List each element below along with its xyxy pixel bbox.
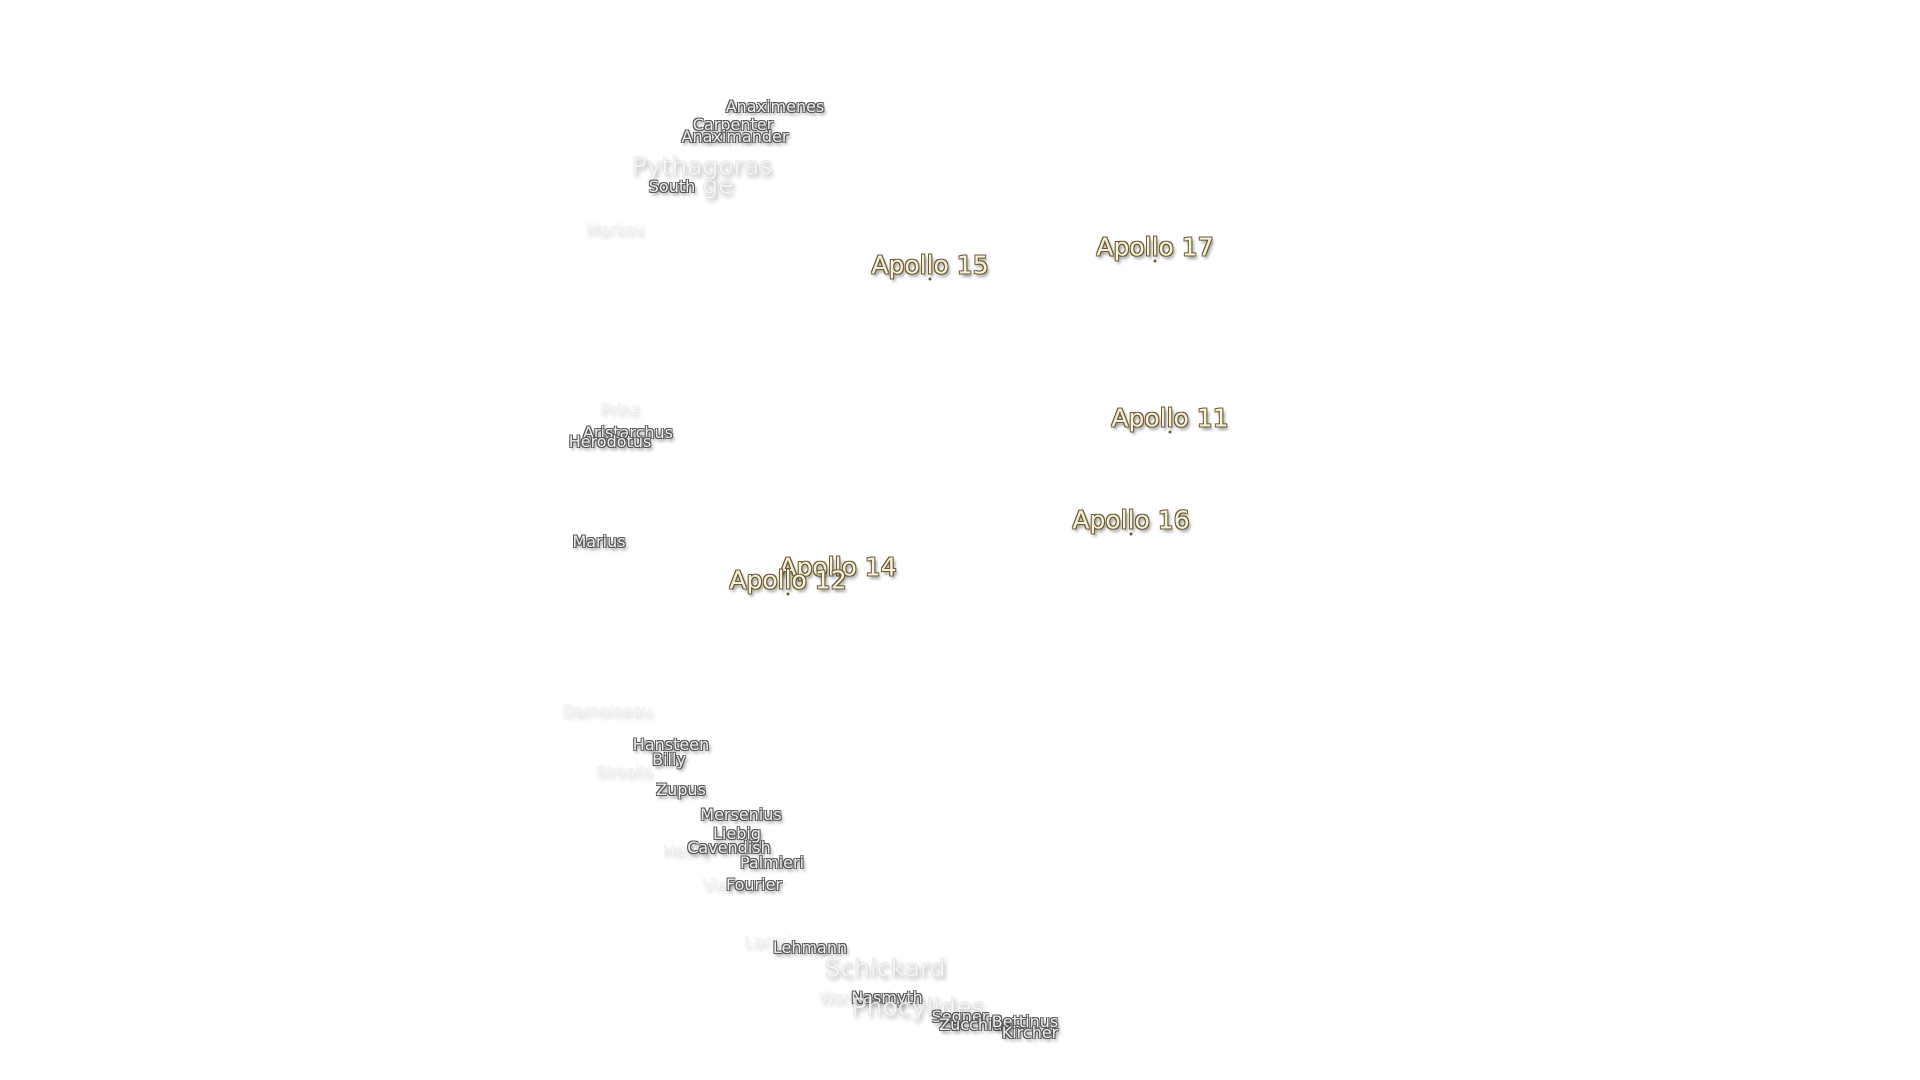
apollo-landing-marker[interactable] xyxy=(1129,532,1133,536)
crater-label-liebig: Liebig xyxy=(713,824,761,843)
crater-label-lehmann: Lehmann xyxy=(772,938,848,957)
crater-label-carpenter: Carpenter xyxy=(692,115,774,134)
crater-label-marius: Marius xyxy=(572,532,626,551)
apollo-site-label-apollo-14[interactable]: Apollo 14 xyxy=(779,552,897,582)
crater-label-prinz: Prinz xyxy=(600,400,640,419)
crater-label-aristarchus: Aristarchus xyxy=(582,423,674,442)
crater-label-hansteen: Hansteen xyxy=(632,735,710,754)
crater-label-herodotus: Herodotus xyxy=(568,432,652,451)
crater-label-markov: Markov xyxy=(585,220,645,239)
crater-label-segner: Segner xyxy=(931,1007,989,1026)
crater-label-anaximenes: Anaximenes xyxy=(725,97,825,116)
crater-label-pythagoras: Pythagoras xyxy=(631,151,773,181)
crater-label-cavendish: Cavendish xyxy=(687,838,771,857)
crater-label-fourier: Fourier xyxy=(725,875,783,894)
crater-label-phocylides: Phocylides xyxy=(851,992,985,1022)
crater-label-wargentin: Wargentin xyxy=(819,988,901,1007)
crater-label-bettinus: Bettinus xyxy=(991,1012,1059,1031)
crater-label-schickard: Schickard xyxy=(824,953,946,983)
crater-label-lacroix: Lacroix xyxy=(744,932,802,951)
crater-label-south: South xyxy=(648,177,696,196)
crater-label-mersenius: Mersenius xyxy=(700,805,782,824)
apollo-landing-marker[interactable] xyxy=(928,277,932,281)
apollo-landing-marker[interactable] xyxy=(786,592,790,596)
crater-label-henry: Henry xyxy=(662,841,712,860)
apollo-site-label-apollo-11[interactable]: Apollo 11 xyxy=(1111,403,1229,433)
apollo-site-label-apollo-16[interactable]: Apollo 16 xyxy=(1072,505,1190,535)
crater-label-billy: Billy xyxy=(652,750,686,769)
crater-label-kircher: Kircher xyxy=(1001,1023,1059,1042)
apollo-site-label-apollo-12[interactable]: Apollo 12 xyxy=(729,565,847,595)
crater-label-zucchius: Zucchius xyxy=(939,1015,1011,1034)
crater-label-sirsalis: Sirsalis xyxy=(595,762,653,781)
apollo-landing-marker[interactable] xyxy=(1153,259,1157,263)
crater-label-zupus: Zupus xyxy=(656,780,706,799)
crater-label-vieta: Vieta xyxy=(702,875,744,894)
apollo-landing-marker[interactable] xyxy=(1168,430,1172,434)
crater-label-damoiseau: Damoiseau xyxy=(561,701,653,720)
crater-label-bridge: ge xyxy=(702,170,734,200)
crater-label-nasmyth: Nasmyth xyxy=(851,988,923,1007)
crater-label-anaximander: Anaximander xyxy=(681,127,789,146)
apollo-site-label-apollo-15[interactable]: Apollo 15 xyxy=(871,250,989,280)
apollo-landing-marker[interactable] xyxy=(836,579,840,583)
crater-label-palmieri: Palmieri xyxy=(739,853,805,872)
apollo-site-label-apollo-17[interactable]: Apollo 17 xyxy=(1096,232,1214,262)
